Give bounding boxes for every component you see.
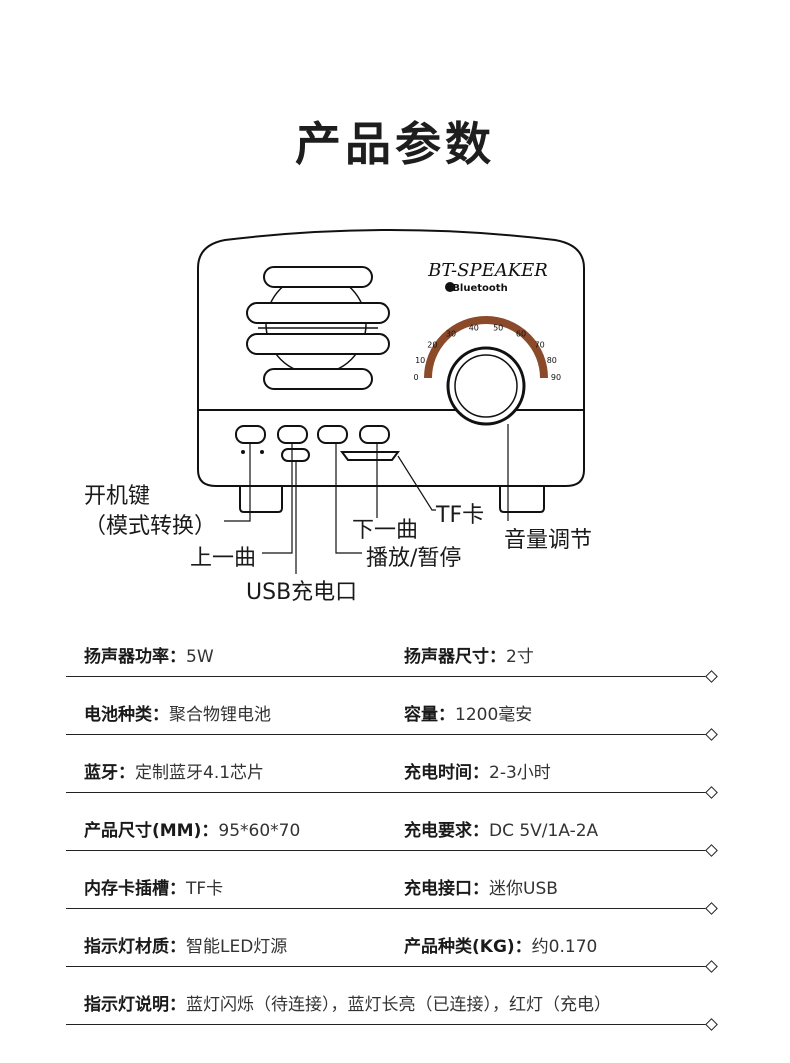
spec-row: 蓝牙：定制蓝牙4.1芯片 充电时间：2-3小时: [84, 748, 724, 788]
callout-power-key-line1: 开机键: [84, 484, 151, 509]
leader-power: [224, 443, 251, 522]
spec-value: 约0.170: [531, 937, 598, 957]
grille-slot-3: [246, 333, 390, 355]
spec-value: 5W: [186, 647, 214, 667]
divider-diamond: [705, 670, 718, 683]
dial-number: 0: [413, 373, 418, 382]
leader-prev: [262, 443, 293, 554]
grille-slot-4: [263, 368, 373, 390]
dial-number: 50: [493, 323, 503, 332]
dial-number: 90: [551, 373, 561, 382]
callout-next: 下一曲: [352, 518, 419, 543]
row-divider: [66, 1024, 708, 1025]
dial-number: 30: [446, 329, 456, 338]
spec-value: 蓝灯闪烁（待连接），蓝灯长亮（已连接），红灯（充电）: [186, 995, 611, 1015]
usb-port: [281, 448, 310, 462]
spec-key: 内存卡插槽：: [84, 879, 186, 899]
spec-row: 电池种类：聚合物锂电池 容量：1200毫安: [84, 690, 724, 730]
spec-row-indicator: 指示灯说明：蓝灯闪烁（待连接），蓝灯长亮（已连接），红灯（充电）: [84, 980, 724, 1020]
callout-usb: USB充电口: [246, 580, 358, 605]
spec-value: 2-3小时: [489, 763, 551, 783]
dial-number: 10: [415, 356, 425, 365]
dial-number: 40: [469, 323, 479, 332]
bluetooth-icon: [445, 282, 455, 292]
spec-key: 容量：: [404, 705, 455, 725]
spec-value: 智能LED灯源: [186, 937, 288, 957]
callout-volume: 音量调节: [504, 528, 593, 553]
spec-key: 电池种类：: [84, 705, 169, 725]
brand-text: BT-SPEAKER: [427, 260, 548, 281]
callout-power-key-line2: （模式转换）: [84, 514, 217, 539]
spec-row: 产品尺寸(MM)：95*60*70 充电要求：DC 5V/1A-2A: [84, 806, 724, 846]
spec-value: 2寸: [506, 647, 534, 667]
page-title: 产品参数: [295, 117, 495, 171]
row-divider: [66, 850, 708, 851]
divider-diamond: [705, 1018, 718, 1031]
speaker-foot-right: [499, 486, 545, 513]
spec-value: 定制蓝牙4.1芯片: [135, 763, 265, 783]
tf-slot: [340, 451, 400, 461]
divider-diamond: [705, 960, 718, 973]
spec-row: 指示灯材质：智能LED灯源 产品种类(KG)：约0.170: [84, 922, 724, 962]
speaker-top-body: [197, 229, 585, 411]
divider-diamond: [705, 728, 718, 741]
grille-slot-1: [263, 266, 373, 288]
spec-key: 扬声器功率：: [84, 647, 186, 667]
spec-key: 充电接口：: [404, 879, 489, 899]
leader-tf: [397, 455, 436, 511]
next-button: [359, 425, 390, 444]
callout-tf: TF卡: [436, 503, 485, 528]
row-divider: [66, 734, 708, 735]
spec-key: 充电要求：: [404, 821, 489, 841]
spec-key: 指示灯材质：: [84, 937, 186, 957]
leader-play: [335, 443, 362, 554]
grille-slot-2: [246, 302, 390, 324]
dial-number: 60: [516, 329, 526, 338]
dial-number: 20: [427, 341, 437, 350]
spec-value: TF卡: [186, 879, 224, 899]
spec-row: 扬声器功率：5W 扬声器尺寸：2寸: [84, 632, 724, 672]
spec-value: 迷你USB: [489, 879, 558, 899]
callout-prev: 上一曲: [190, 546, 257, 571]
divider-diamond: [705, 844, 718, 857]
row-divider: [66, 908, 708, 909]
play-button: [317, 425, 348, 444]
callout-play: 播放/暂停: [366, 546, 462, 571]
spec-value: 1200毫安: [455, 705, 533, 725]
bluetooth-text: Bluetooth: [452, 283, 507, 294]
dial-scale-arc: [424, 316, 548, 379]
volume-knob: [446, 346, 526, 426]
spec-row: 内存卡插槽：TF卡 充电接口：迷你USB: [84, 864, 724, 904]
dial-number: 70: [535, 341, 545, 350]
spec-key: 产品种类(KG)：: [404, 937, 532, 957]
spec-key: 蓝牙：: [84, 763, 135, 783]
prev-button: [277, 425, 308, 444]
row-divider: [66, 676, 708, 677]
divider-diamond: [705, 902, 718, 915]
power-button: [235, 425, 266, 444]
row-divider: [66, 792, 708, 793]
speaker-foot-left: [239, 486, 283, 513]
spec-key: 扬声器尺寸：: [404, 647, 506, 667]
spec-value: 95*60*70: [218, 821, 301, 841]
spec-key: 产品尺寸(MM)：: [84, 821, 219, 841]
spec-key: 充电时间：: [404, 763, 489, 783]
spec-value: 聚合物锂电池: [169, 705, 271, 725]
dial-number: 80: [547, 356, 557, 365]
speaker-lower-band: [197, 409, 585, 487]
spec-value: DC 5V/1A-2A: [489, 821, 599, 841]
row-divider: [66, 966, 708, 967]
spec-key: 指示灯说明：: [84, 995, 186, 1015]
divider-diamond: [705, 786, 718, 799]
